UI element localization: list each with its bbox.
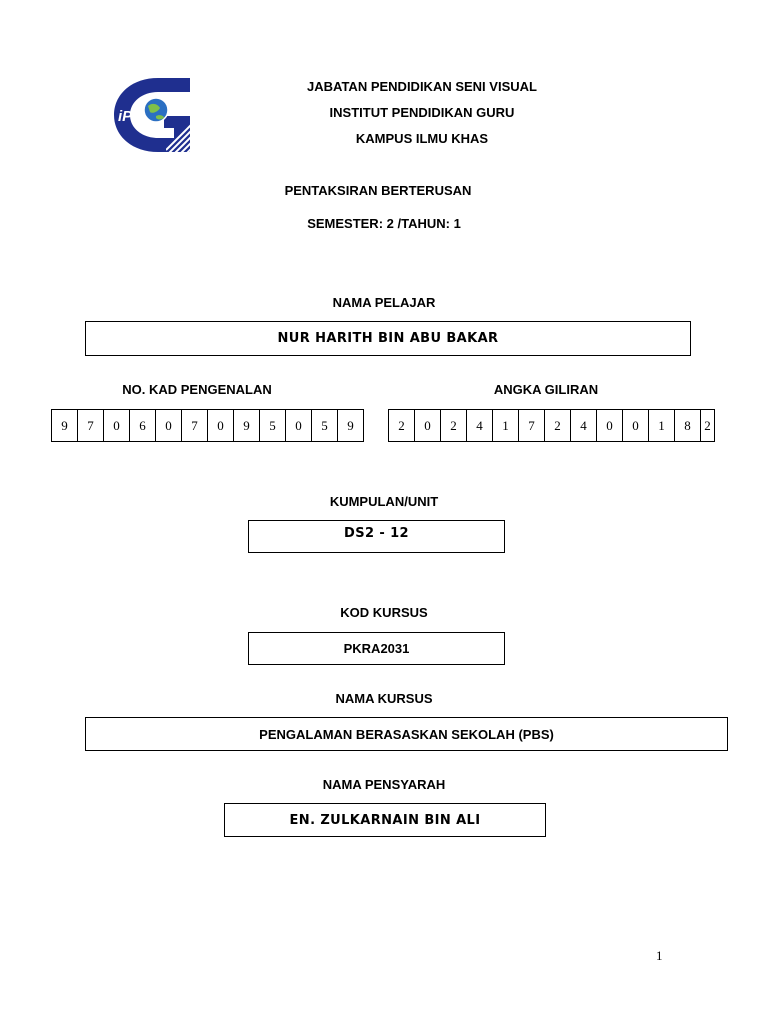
index-number-boxes: 2 0 2 4 1 7 2 4 0 0 1 8 2 bbox=[388, 409, 715, 442]
ic-digit: 9 bbox=[233, 409, 260, 442]
ic-digit: 0 bbox=[155, 409, 182, 442]
header-institute: INSTITUT PENDIDIKAN GURU bbox=[329, 105, 515, 120]
header-campus: KAMPUS ILMU KHAS bbox=[355, 131, 489, 146]
index-digit: 4 bbox=[466, 409, 493, 442]
index-digit: 1 bbox=[648, 409, 675, 442]
index-digit: 2 bbox=[440, 409, 467, 442]
ic-digit: 6 bbox=[129, 409, 156, 442]
ic-digit: 0 bbox=[285, 409, 312, 442]
ic-digit: 0 bbox=[207, 409, 234, 442]
index-number-label: ANGKA GILIRAN bbox=[493, 382, 599, 397]
ic-digit: 7 bbox=[181, 409, 208, 442]
ipg-logo: iPG bbox=[112, 76, 192, 154]
logo-text: iPG bbox=[118, 108, 144, 125]
course-name-label: NAMA KURSUS bbox=[335, 691, 433, 706]
course-code-label: KOD KURSUS bbox=[340, 605, 428, 620]
index-digit: 1 bbox=[492, 409, 519, 442]
page-number: 1 bbox=[656, 948, 663, 963]
index-digit: 0 bbox=[622, 409, 649, 442]
header-department: JABATAN PENDIDIKAN SENI VISUAL bbox=[307, 79, 537, 94]
student-name-field: NUR HARITH BIN ABU BAKAR bbox=[85, 321, 691, 356]
ic-digit: 7 bbox=[77, 409, 104, 442]
index-digit: 8 bbox=[674, 409, 701, 442]
index-digit: 4 bbox=[570, 409, 597, 442]
semester-line: SEMESTER: 2 /TAHUN: 1 bbox=[307, 216, 461, 231]
lecturer-label: NAMA PENSYARAH bbox=[322, 777, 446, 792]
index-digit: 7 bbox=[518, 409, 545, 442]
ic-number-boxes: 9 7 0 6 0 7 0 9 5 0 5 9 bbox=[51, 409, 364, 442]
ic-digit: 0 bbox=[103, 409, 130, 442]
index-digit: 2 bbox=[544, 409, 571, 442]
assessment-title: PENTAKSIRAN BERTERUSAN bbox=[284, 183, 472, 198]
ic-digit: 5 bbox=[259, 409, 286, 442]
index-digit: 0 bbox=[596, 409, 623, 442]
student-name-label: NAMA PELAJAR bbox=[332, 295, 436, 310]
course-name-field: PENGALAMAN BERASASKAN SEKOLAH (PBS) bbox=[85, 717, 728, 751]
ic-number-label: NO. KAD PENGENALAN bbox=[122, 382, 272, 397]
index-digit: 2 bbox=[388, 409, 415, 442]
ic-digit: 9 bbox=[51, 409, 78, 442]
ic-digit: 9 bbox=[337, 409, 364, 442]
index-digit: 0 bbox=[414, 409, 441, 442]
course-code-field: PKRA2031 bbox=[248, 632, 505, 665]
lecturer-field: EN. ZULKARNAIN BIN ALI bbox=[224, 803, 546, 837]
group-label: KUMPULAN/UNIT bbox=[329, 494, 439, 509]
group-field: DS2 - 12 bbox=[248, 520, 505, 553]
index-digit: 2 bbox=[700, 409, 715, 442]
ic-digit: 5 bbox=[311, 409, 338, 442]
